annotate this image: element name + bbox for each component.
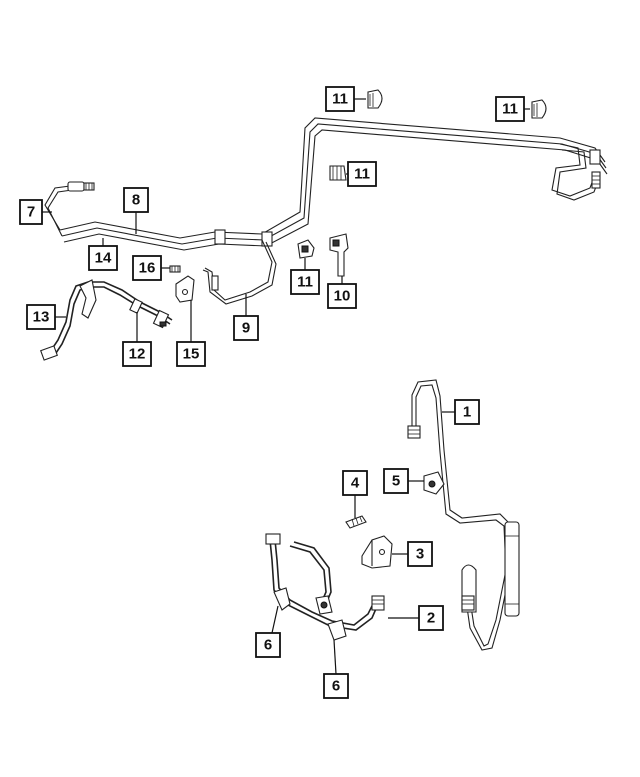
clip-5 (423, 471, 445, 495)
callout-label: 6 (332, 678, 340, 695)
bolt-4 (345, 515, 367, 529)
fastener-16 (169, 265, 181, 273)
brake-tube-1 (407, 379, 520, 651)
callout-label: 12 (129, 346, 146, 363)
tube-fitting-front (67, 181, 95, 192)
callout-3: 3 (407, 541, 433, 567)
callout-10: 10 (327, 283, 357, 309)
callout-9: 9 (233, 315, 259, 341)
callout-6-b: 6 (323, 673, 349, 699)
callout-label: 8 (132, 192, 140, 209)
callout-8: 8 (123, 187, 149, 213)
bracket-10 (329, 233, 349, 277)
bundle-clips (214, 149, 601, 247)
callout-label: 6 (264, 637, 272, 654)
callout-11-a: 11 (325, 86, 355, 112)
callout-13: 13 (26, 304, 56, 330)
callout-2: 2 (418, 605, 444, 631)
brake-hose-front (40, 279, 173, 361)
callout-label: 16 (139, 260, 156, 277)
leader-lines (42, 98, 530, 675)
brake-hose-rear (265, 533, 385, 641)
clip-11-top-left (367, 89, 383, 109)
callout-5: 5 (383, 468, 409, 494)
callout-1: 1 (454, 399, 480, 425)
callout-14: 14 (88, 245, 118, 271)
callout-6-a: 6 (255, 632, 281, 658)
callout-label: 4 (351, 475, 360, 492)
callout-label: 2 (427, 610, 435, 627)
callout-label: 7 (27, 204, 35, 221)
callout-16: 16 (132, 255, 162, 281)
callout-label: 14 (95, 250, 112, 267)
callout-label: 11 (332, 91, 348, 108)
brake-tube-bundle (44, 117, 608, 251)
callout-label: 5 (392, 473, 400, 490)
bracket-15 (175, 275, 195, 303)
callout-12: 12 (122, 341, 152, 367)
callout-label: 11 (354, 166, 370, 183)
bracket-3 (361, 535, 393, 569)
callout-15: 15 (176, 341, 206, 367)
callout-4: 4 (342, 470, 368, 496)
clip-11-middle (329, 165, 347, 181)
callout-11-b: 11 (495, 96, 525, 122)
callout-label: 1 (463, 404, 471, 421)
callout-label: 10 (334, 288, 351, 305)
callout-label: 13 (33, 309, 50, 326)
callout-label: 11 (297, 274, 313, 291)
clip-11-lower (297, 239, 315, 259)
callout-label: 15 (183, 346, 200, 363)
callout-11-d: 11 (290, 269, 320, 295)
callout-label: 11 (502, 101, 518, 118)
brake-tube-9 (202, 239, 277, 305)
clip-11-top-right (531, 99, 547, 119)
callout-7: 7 (19, 199, 43, 225)
callout-label: 3 (416, 546, 424, 563)
callout-11-c: 11 (347, 161, 377, 187)
callout-label: 9 (242, 320, 250, 337)
